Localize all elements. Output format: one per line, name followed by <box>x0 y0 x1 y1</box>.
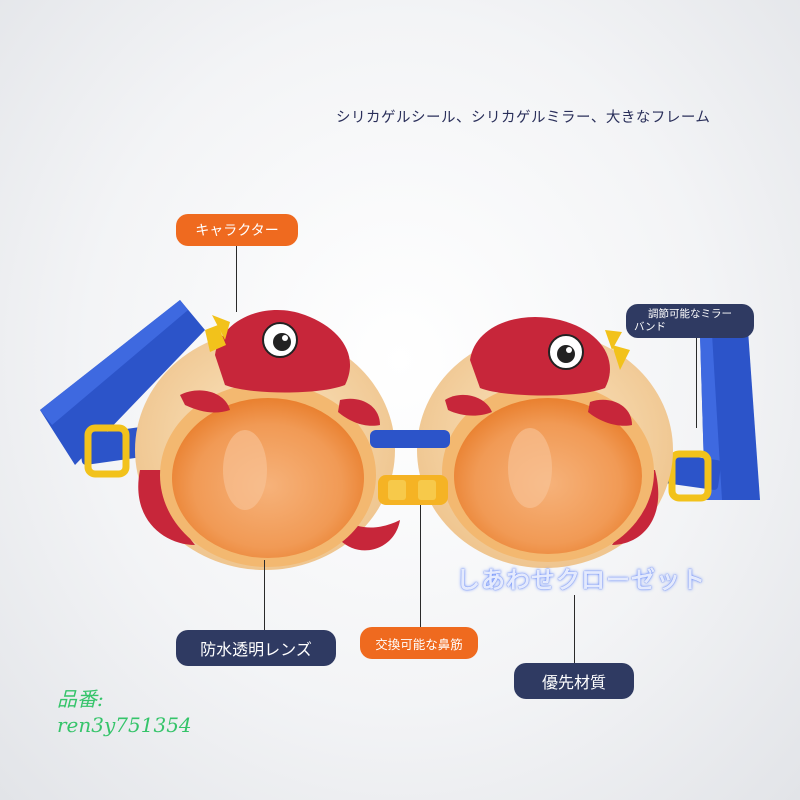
nose-bridge <box>370 430 450 505</box>
left-buckle <box>84 424 130 478</box>
callout-adjustable-band: 調節可能なミラー バンド <box>626 304 754 338</box>
shop-watermark: しあわせクローゼット <box>456 566 706 594</box>
callout-waterproof-lens: 防水透明レンズ <box>176 630 336 666</box>
product-code-label: 品番: <box>57 687 104 711</box>
callout-character-label: キャラクター <box>195 223 279 239</box>
callout-material: 優先材質 <box>514 663 634 699</box>
right-buckle <box>668 450 712 502</box>
right-eyecup <box>417 316 673 568</box>
callout-character-line <box>236 246 237 312</box>
callout-nose-bridge: 交換可能な鼻筋 <box>360 627 478 659</box>
callout-character: キャラクター <box>176 214 298 246</box>
callout-material-label: 優先材質 <box>541 673 606 692</box>
callout-adjustable-band-line1: 調節可能なミラー <box>648 308 732 320</box>
callout-lens-line <box>264 560 265 630</box>
callout-waterproof-lens-label: 防水透明レンズ <box>200 640 312 659</box>
callout-material-line <box>574 595 575 663</box>
left-eyecup <box>135 309 400 570</box>
callout-nose-bridge-label: 交換可能な鼻筋 <box>375 636 463 652</box>
headline-text: シリカゲルシール、シリカゲルミラー、大きなフレーム <box>336 110 711 126</box>
product-code-value: ren3y751354 <box>57 713 192 737</box>
product-code: 品番: ren3y751354 <box>57 686 192 738</box>
callout-nose-line <box>420 505 421 627</box>
callout-adjustable-band-line2: バンド <box>634 321 667 333</box>
callout-adjustable-band-line <box>696 338 697 428</box>
